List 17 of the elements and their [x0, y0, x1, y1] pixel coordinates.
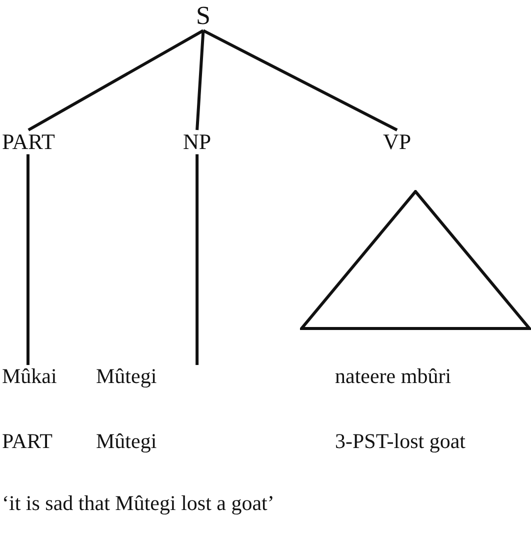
branch-line — [202, 29, 398, 132]
triangle-shape — [300, 190, 531, 330]
branch-line — [196, 30, 205, 130]
translation-text: ‘it is sad that Mûtegi lost a goat’ — [2, 492, 274, 516]
word-label: Mûkai — [2, 365, 57, 388]
gloss-label: Mûtegi — [96, 430, 157, 454]
word-label: Mûtegi — [96, 365, 157, 388]
category-label: S — [196, 2, 210, 31]
branch-line — [28, 29, 204, 132]
category-label: PART — [2, 130, 55, 154]
gloss-label: 3-PST-lost goat — [335, 430, 466, 454]
gloss-label: PART — [2, 430, 52, 454]
category-label: VP — [383, 130, 412, 154]
category-label: NP — [183, 130, 212, 154]
word-label: nateere mbûri — [335, 365, 452, 388]
branch-line — [26, 154, 30, 365]
branch-line — [196, 154, 199, 365]
